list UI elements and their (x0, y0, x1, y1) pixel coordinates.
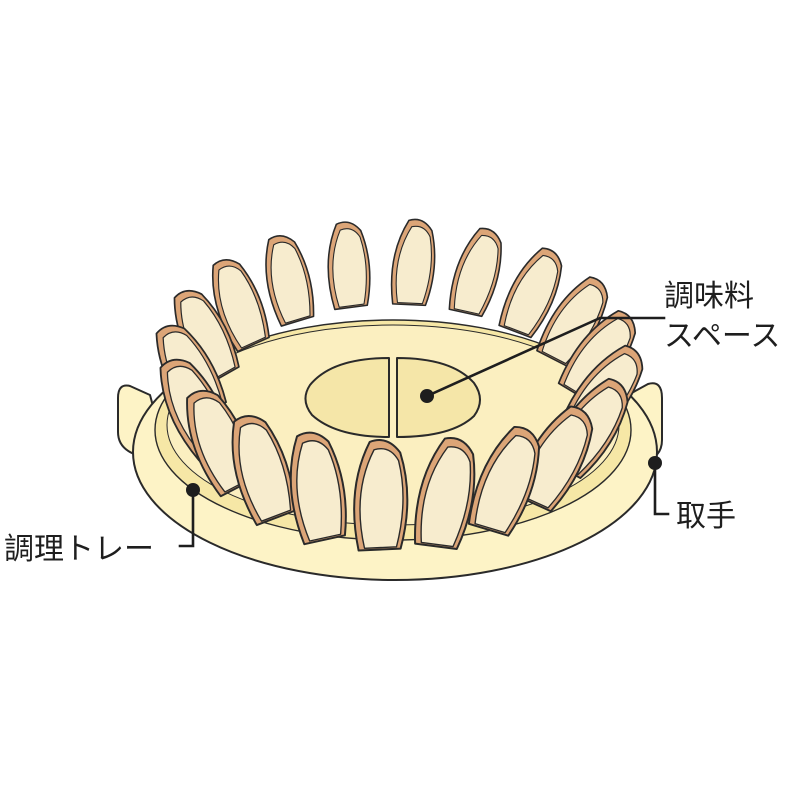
handle-label: 取手 (676, 499, 736, 534)
potato-chip-slice (353, 439, 409, 552)
potato-chip-slice (327, 221, 371, 311)
potato-chip-face (474, 434, 536, 534)
seasoning-space-left-half (304, 357, 390, 438)
potato-chip-face (420, 446, 472, 548)
handle-leader-line (653, 461, 670, 516)
potato-chip-slice (414, 437, 476, 551)
callouts: 調味料 スペース 調理トレー 取手 (4, 279, 780, 567)
potato-chip-slice (265, 235, 315, 327)
potato-chip-face (395, 225, 432, 305)
potato-chip-slice (289, 431, 347, 546)
seasoning-space-right-half (396, 357, 481, 438)
seasoning-space-dot (420, 389, 434, 403)
potato-chip-face (503, 254, 559, 336)
potato-chip-face (332, 228, 367, 308)
cooking-tray-label: 調理トレー (4, 532, 154, 567)
potato-chip-face (270, 241, 311, 324)
potato-chip-face (453, 234, 499, 315)
potato-chip-slice (498, 247, 563, 339)
seasoning-space (304, 357, 481, 438)
potato-chip-slice (390, 218, 436, 307)
cooking-tray-dot (186, 483, 200, 497)
potato-chips-front-row (159, 344, 644, 552)
handle-dot (648, 456, 662, 470)
potato-chip-face (217, 265, 267, 349)
seasoning-space-leader-line (425, 316, 666, 398)
cooking-tray-leader-line (178, 488, 195, 548)
seasoning-space-label-line-2: スペース (664, 319, 780, 354)
potato-chip-slice (231, 414, 296, 527)
potato-chip-face (238, 422, 292, 522)
potato-chip-slice (467, 425, 541, 537)
potato-chip-slice (448, 227, 502, 318)
potato-chip-face (296, 440, 343, 542)
seasoning-space-label-line-1: 調味料 (664, 279, 754, 314)
potato-chip-face (359, 447, 404, 549)
